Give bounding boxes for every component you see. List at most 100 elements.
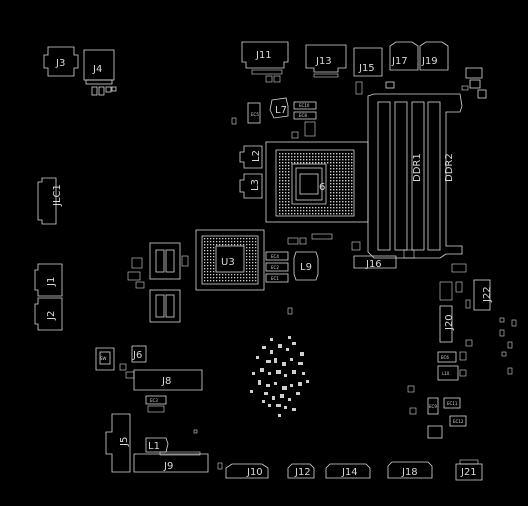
cpu-socket-u6[interactable]: 6 bbox=[265, 141, 369, 223]
bga-ball bbox=[210, 280, 212, 282]
bga-ball bbox=[204, 253, 206, 255]
label-ec12: EC12 bbox=[453, 419, 464, 424]
bga-ball bbox=[222, 244, 224, 246]
cpu-pad bbox=[333, 204, 335, 206]
passive-component bbox=[284, 374, 287, 377]
chipset-u3[interactable]: U3 bbox=[195, 229, 265, 291]
connector-jlc1[interactable]: JLC1 bbox=[37, 177, 63, 225]
connector-j1[interactable]: J1 bbox=[34, 263, 63, 297]
cpu-pad bbox=[282, 201, 284, 203]
dimm-slot-ddr2[interactable]: DDR2 bbox=[411, 101, 455, 251]
bga-ball bbox=[225, 280, 227, 282]
connector-j14[interactable]: J14 bbox=[325, 463, 371, 479]
bga-ball bbox=[213, 274, 215, 276]
passive-component bbox=[272, 396, 275, 400]
label-ec3: EC3 bbox=[150, 398, 158, 403]
bga-ball bbox=[246, 259, 248, 261]
cpu-pad bbox=[333, 153, 335, 155]
bga-ball bbox=[246, 280, 248, 282]
connector-j13[interactable]: J13 bbox=[305, 44, 347, 78]
connector-j18[interactable]: J18 bbox=[387, 461, 433, 479]
connector-j19[interactable]: J19 bbox=[419, 41, 449, 71]
connector-j16[interactable]: J16 bbox=[353, 249, 415, 270]
connector-j22[interactable]: J22 bbox=[473, 279, 493, 311]
cpu-pad bbox=[342, 207, 344, 209]
bga-ball bbox=[228, 244, 230, 246]
passive-component bbox=[274, 382, 277, 385]
cpu-pad bbox=[321, 156, 323, 158]
cpu-pad bbox=[330, 168, 332, 170]
bga-ball bbox=[243, 274, 245, 276]
bga-ball bbox=[252, 277, 254, 279]
inductor-l1[interactable]: L1 bbox=[145, 437, 169, 453]
bga-ball bbox=[204, 265, 206, 267]
label-l9: L9 bbox=[300, 262, 312, 273]
cpu-pad bbox=[333, 159, 335, 161]
cpu-pad bbox=[348, 198, 350, 200]
switch-j6[interactable]: SW J6 bbox=[95, 345, 147, 371]
connector-j8[interactable]: J8 bbox=[125, 369, 203, 391]
cpu-pad bbox=[330, 159, 332, 161]
bga-ball bbox=[216, 238, 218, 240]
bga-ball bbox=[252, 244, 254, 246]
connector-j12[interactable]: J12 bbox=[287, 463, 315, 479]
cpu-pad bbox=[330, 201, 332, 203]
bga-ball bbox=[255, 244, 257, 246]
connector-j21[interactable]: J21 bbox=[455, 459, 483, 481]
cpu-pad bbox=[345, 213, 347, 215]
cpu-pad bbox=[345, 195, 347, 197]
cpu-pad bbox=[315, 156, 317, 158]
bga-ball bbox=[237, 280, 239, 282]
bga-ball bbox=[252, 256, 254, 258]
connector-j5[interactable]: J5 bbox=[105, 413, 131, 473]
passive-component bbox=[256, 356, 259, 359]
connector-j11[interactable]: J11 bbox=[241, 41, 289, 83]
cpu-pad bbox=[351, 168, 353, 170]
connector-j4[interactable]: J4 bbox=[83, 49, 115, 85]
bga-ball bbox=[213, 277, 215, 279]
bga-ball bbox=[243, 238, 245, 240]
bga-ball bbox=[219, 238, 221, 240]
passive-component bbox=[286, 348, 289, 351]
cpu-pad bbox=[282, 213, 284, 215]
cpu-pad bbox=[345, 186, 347, 188]
connector-j9[interactable]: J9 bbox=[133, 451, 209, 473]
dimm-slot-ddr1[interactable]: DDR1 bbox=[377, 101, 423, 251]
inductor-l7[interactable]: L7 bbox=[269, 97, 289, 119]
inductor-l9[interactable]: L9 bbox=[293, 251, 319, 281]
bga-ball bbox=[219, 274, 221, 276]
bga-ball bbox=[246, 262, 248, 264]
connector-j15[interactable]: J15 bbox=[353, 47, 383, 95]
connector-j3[interactable]: J3 bbox=[43, 46, 79, 77]
connector-j20[interactable]: J20 bbox=[439, 305, 455, 343]
cpu-pad bbox=[342, 183, 344, 185]
cpu-pad bbox=[351, 207, 353, 209]
cpu-pad bbox=[339, 153, 341, 155]
bga-ball bbox=[237, 277, 239, 279]
cpu-pad bbox=[285, 198, 287, 200]
passive-component bbox=[302, 372, 305, 375]
cpu-pad bbox=[336, 213, 338, 215]
inductor-l3[interactable]: L3 bbox=[239, 173, 263, 199]
cpu-pad bbox=[300, 156, 302, 158]
cpu-pad bbox=[279, 192, 281, 194]
bga-ball bbox=[255, 277, 257, 279]
passive-component bbox=[298, 382, 302, 386]
cpu-pad bbox=[327, 156, 329, 158]
cpu-pad bbox=[309, 213, 311, 215]
cpu-pad bbox=[282, 186, 284, 188]
cpu-pad bbox=[348, 204, 350, 206]
bga-ball bbox=[249, 262, 251, 264]
connector-j17[interactable]: J17 bbox=[389, 41, 419, 71]
bga-ball bbox=[243, 280, 245, 282]
top-right-cluster bbox=[385, 67, 487, 99]
inductor-l2[interactable]: L2 bbox=[239, 145, 263, 169]
connector-j2[interactable]: J2 bbox=[34, 297, 63, 331]
cpu-pad bbox=[333, 168, 335, 170]
cpu-pad bbox=[303, 213, 305, 215]
cpu-pad bbox=[309, 159, 311, 161]
connector-j10[interactable]: J10 bbox=[225, 463, 269, 479]
cpu-pad bbox=[348, 165, 350, 167]
cpu-pad bbox=[297, 213, 299, 215]
cpu-pad bbox=[348, 207, 350, 209]
